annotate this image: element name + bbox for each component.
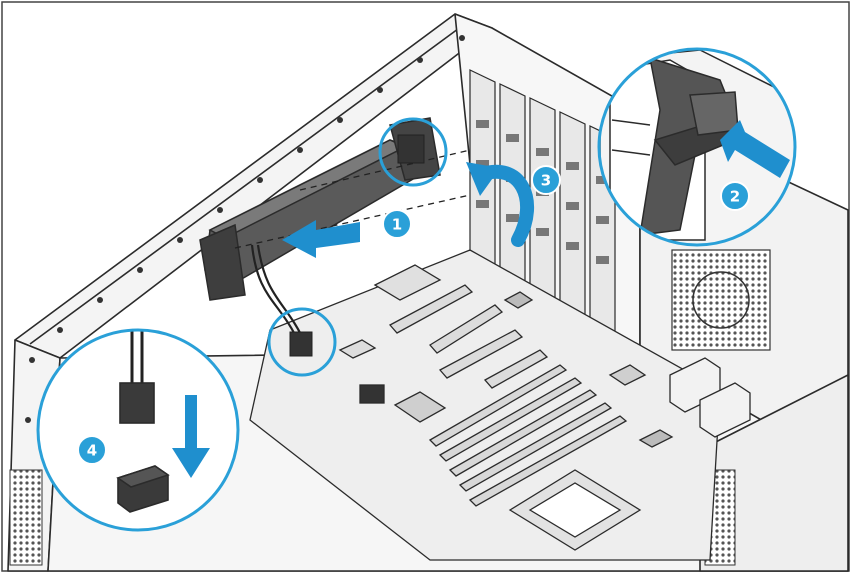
sensor-chip (503, 291, 534, 309)
riser-header (373, 264, 442, 301)
step-badge-4: 4 (77, 435, 107, 465)
chipset (393, 391, 447, 423)
step-number: 2 (730, 188, 740, 206)
step-number: 1 (392, 216, 402, 234)
curved-arrow-icon (466, 162, 534, 247)
fan-header-pad (338, 339, 377, 359)
port-chip (638, 429, 674, 448)
step-badge-1: 1 (382, 209, 412, 239)
latch-highlight-ring (378, 117, 448, 187)
fan-end-cap (199, 223, 246, 301)
connector-highlight-ring (267, 307, 337, 377)
cpu-socket-inner (528, 482, 622, 538)
latch-detail (397, 134, 425, 164)
small-chip (608, 364, 647, 386)
cable-plug (119, 382, 155, 424)
arrow-left-icon (282, 220, 360, 258)
step-badge-2: 2 (720, 181, 750, 211)
power-block-2 (699, 382, 751, 438)
left-vent-grille (9, 469, 43, 566)
pcie-slots (388, 284, 549, 389)
guide-lines (234, 149, 471, 249)
arrow-diagonal-icon (720, 120, 790, 178)
zoom-callout-4 (36, 328, 240, 532)
step-badge-3: 3 (531, 165, 561, 195)
step-number: 3 (541, 172, 551, 190)
zoom-callout-2 (597, 47, 797, 247)
motherboard-pcb (249, 249, 721, 561)
rear-fan (671, 249, 771, 351)
rail-holes (22, 35, 465, 483)
arrow-down-icon (172, 395, 210, 478)
motherboard (249, 249, 751, 561)
step-number: 4 (87, 442, 97, 460)
fan-connector (289, 331, 313, 357)
connector-block (359, 384, 385, 404)
dimm-slots (428, 364, 628, 507)
